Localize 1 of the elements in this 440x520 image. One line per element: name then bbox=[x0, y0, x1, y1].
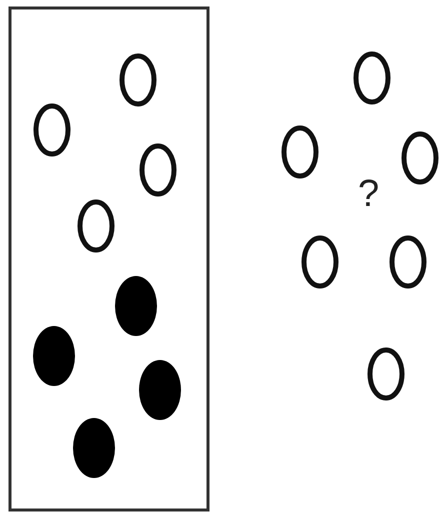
question-mark: ? bbox=[358, 172, 380, 216]
